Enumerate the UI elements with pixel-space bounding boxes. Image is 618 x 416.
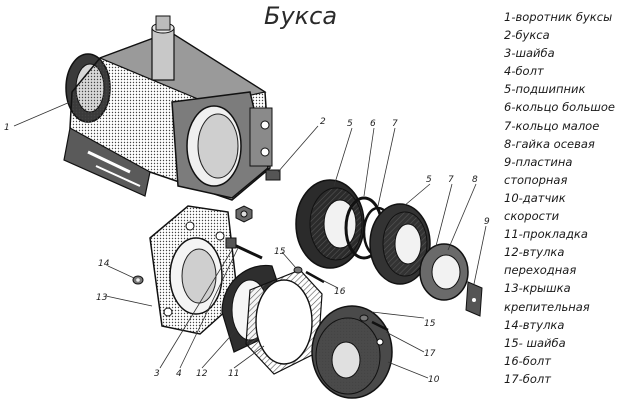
gasket: [245, 269, 323, 375]
callout-13: 13: [96, 293, 108, 303]
callout-15: 15: [424, 319, 436, 329]
callout-10: 10: [428, 375, 440, 385]
parts-legend: 1-воротник буксы 2-букса 3-шайба 4-болт …: [504, 8, 615, 388]
callout-8: 8: [472, 175, 478, 185]
legend-item: 1-воротник буксы: [504, 10, 613, 24]
bolt-17: [359, 314, 389, 332]
callout-3: 3: [154, 369, 160, 379]
legend-item: переходная: [504, 263, 577, 278]
legend-item: 10-датчик: [504, 190, 566, 205]
legend-item: 4-болт: [504, 64, 544, 79]
callout-15: 15: [274, 247, 286, 257]
axle-nut: [419, 243, 469, 301]
legend-item: 8-гайка осевая: [504, 136, 595, 151]
legend-item: 2-букса: [504, 28, 550, 43]
callout-2: 2: [320, 117, 326, 127]
callout-5: 5: [347, 119, 353, 129]
legend-item: 5-подшипник: [504, 82, 586, 97]
callout-6: 6: [370, 119, 376, 129]
speed-sensor: [311, 305, 393, 399]
legend-item: 3-шайба: [504, 46, 555, 61]
callout-12: 12: [196, 369, 208, 379]
legend-item: 14-втулка: [504, 317, 565, 332]
legend-item: скорости: [504, 209, 560, 224]
legend-item: 11-прокладка: [504, 227, 588, 242]
axle-box-housing: [63, 15, 281, 201]
callout-1: 1: [4, 123, 10, 133]
callout-9: 9: [484, 217, 490, 227]
leader-lines: [13, 101, 487, 379]
lock-plate: [465, 281, 483, 317]
legend-item: 17-болт: [504, 371, 551, 386]
callout-labels: 1 2 5 6 7 5 7 8 9 15 16 14 13 3 4 12 11 …: [4, 117, 490, 385]
legend-item: 6-кольцо большое: [504, 100, 615, 115]
legend-item: 13-крышка: [504, 281, 571, 296]
callout-5: 5: [426, 175, 432, 185]
legend-item: 12-втулка: [504, 245, 565, 260]
callout-11: 11: [228, 369, 239, 379]
legend-item: 7-кольцо малое: [504, 118, 600, 133]
legend-item: 16-болт: [504, 353, 551, 368]
diagram-title: Букса: [264, 2, 338, 30]
legend-item: 15- шайба: [504, 335, 566, 350]
callout-4: 4: [176, 369, 182, 379]
bolt-4: [225, 237, 263, 260]
callout-7: 7: [392, 119, 398, 129]
bolt-16: [305, 270, 325, 284]
washer-15: [293, 266, 303, 274]
bearing-small: [369, 203, 431, 285]
callout-17: 17: [424, 349, 436, 359]
callout-16: 16: [334, 287, 346, 297]
mounting-cover: [149, 205, 239, 335]
legend-item: крепительная: [504, 299, 590, 314]
legend-item: 9-пластина: [504, 154, 573, 169]
callout-14: 14: [98, 259, 110, 269]
nut: [235, 205, 253, 223]
callout-7: 7: [448, 175, 454, 185]
legend-item: стопорная: [504, 172, 568, 187]
bushing-14: [132, 275, 144, 285]
